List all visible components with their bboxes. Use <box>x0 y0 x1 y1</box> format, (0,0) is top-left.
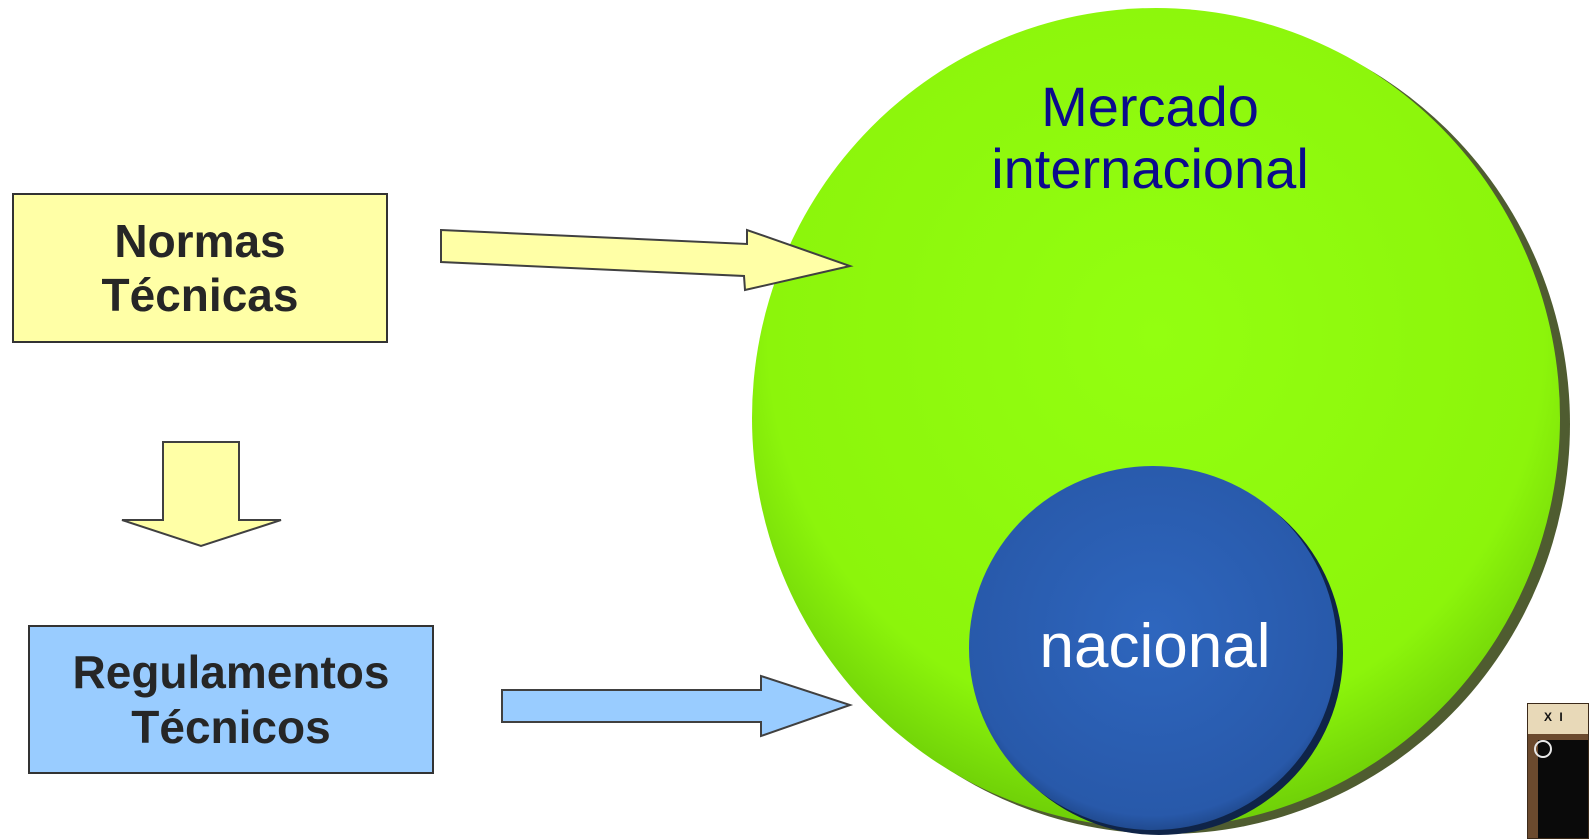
international-label-line2: internacional <box>991 137 1309 200</box>
normas-label-line1: Normas <box>114 214 286 267</box>
normas-label-line2: Técnicas <box>101 269 299 321</box>
international-market-label: Mercado internacional <box>940 76 1360 200</box>
national-market-circle <box>969 466 1343 835</box>
regulamentos-to-national-arrow <box>501 674 854 738</box>
regulamentos-label-line2: Técnicos <box>131 700 331 753</box>
regulamentos-label-line1: Regulamentos <box>72 646 390 699</box>
logo-mark-icon <box>1534 740 1552 758</box>
down-arrow <box>121 441 282 548</box>
logo-text: X I <box>1544 710 1565 724</box>
corner-logo: X I <box>1527 703 1589 839</box>
regulamentos-tecnicos-box: Regulamentos Técnicos <box>28 625 434 774</box>
normas-tecnicas-box: Normas Técnicas <box>12 193 388 343</box>
international-label-line1: Mercado <box>1041 75 1259 138</box>
normas-to-international-arrow <box>440 228 854 292</box>
international-market-circle <box>752 8 1570 834</box>
national-market-label: nacional <box>1039 612 1271 681</box>
